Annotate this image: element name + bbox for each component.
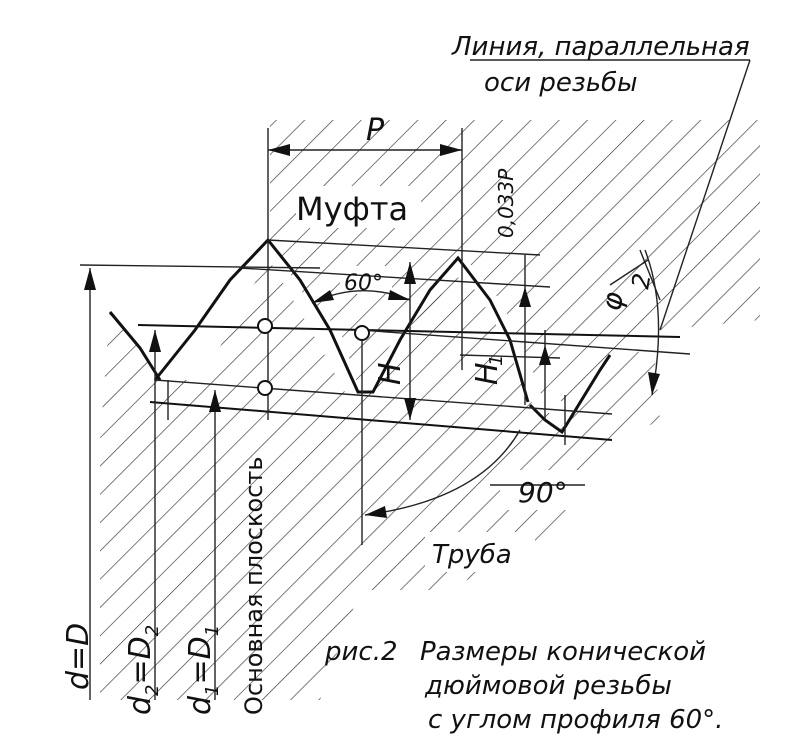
label-line-parallel-1: Линия, параллельная <box>451 32 750 62</box>
label-line-parallel-2: оси резьбы <box>484 68 638 98</box>
label-d1-sub: 1 <box>202 685 223 696</box>
svg-text:d2=D2: d2=D2 <box>123 625 163 715</box>
label-h1-main: H <box>470 362 505 385</box>
label-pitch: P <box>366 113 385 148</box>
label-d2: d2=D2 <box>123 625 163 715</box>
caption-line2: дюймовой резьбы <box>424 671 672 701</box>
figure-caption: рис.2 Размеры конической дюймовой резьбы… <box>324 637 723 735</box>
label-d2-sub: 2 <box>142 685 163 696</box>
caption-prefix: рис.2 <box>324 637 398 667</box>
svg-text:d1=D1: d1=D1 <box>183 625 223 715</box>
label-d1-d: d <box>183 695 218 715</box>
label-taper: 0,033P <box>494 168 518 238</box>
label-d-main: d=D <box>61 623 96 690</box>
thread-profile <box>108 237 612 435</box>
label-h1-sub: 1 <box>486 355 507 366</box>
caption-line1: Размеры конической <box>420 637 706 667</box>
angle-arcs <box>311 249 661 518</box>
label-d2-eq: =D <box>123 636 158 684</box>
label-h: H <box>373 362 408 385</box>
label-angle-60: 60° <box>344 271 383 296</box>
label-h1: H 1 <box>470 355 507 385</box>
label-pipe: Труба <box>432 540 512 570</box>
pitch-points <box>257 318 370 396</box>
caption-line3: с углом профиля 60°. <box>428 705 723 735</box>
label-angle-90: 90° <box>518 476 568 509</box>
label-d1: d1=D1 <box>183 625 223 715</box>
label-d2-eq-sub: 2 <box>142 625 163 636</box>
label-d2-d: d <box>123 695 158 715</box>
dimension-lines <box>84 128 566 700</box>
label-phi-denominator: 2 <box>626 271 656 291</box>
label-coupling: Муфта <box>296 190 408 228</box>
label-d1-eq-sub: 1 <box>202 625 223 636</box>
label-base-plane: Основная плоскость <box>240 457 268 715</box>
label-d1-eq: =D <box>183 636 218 684</box>
